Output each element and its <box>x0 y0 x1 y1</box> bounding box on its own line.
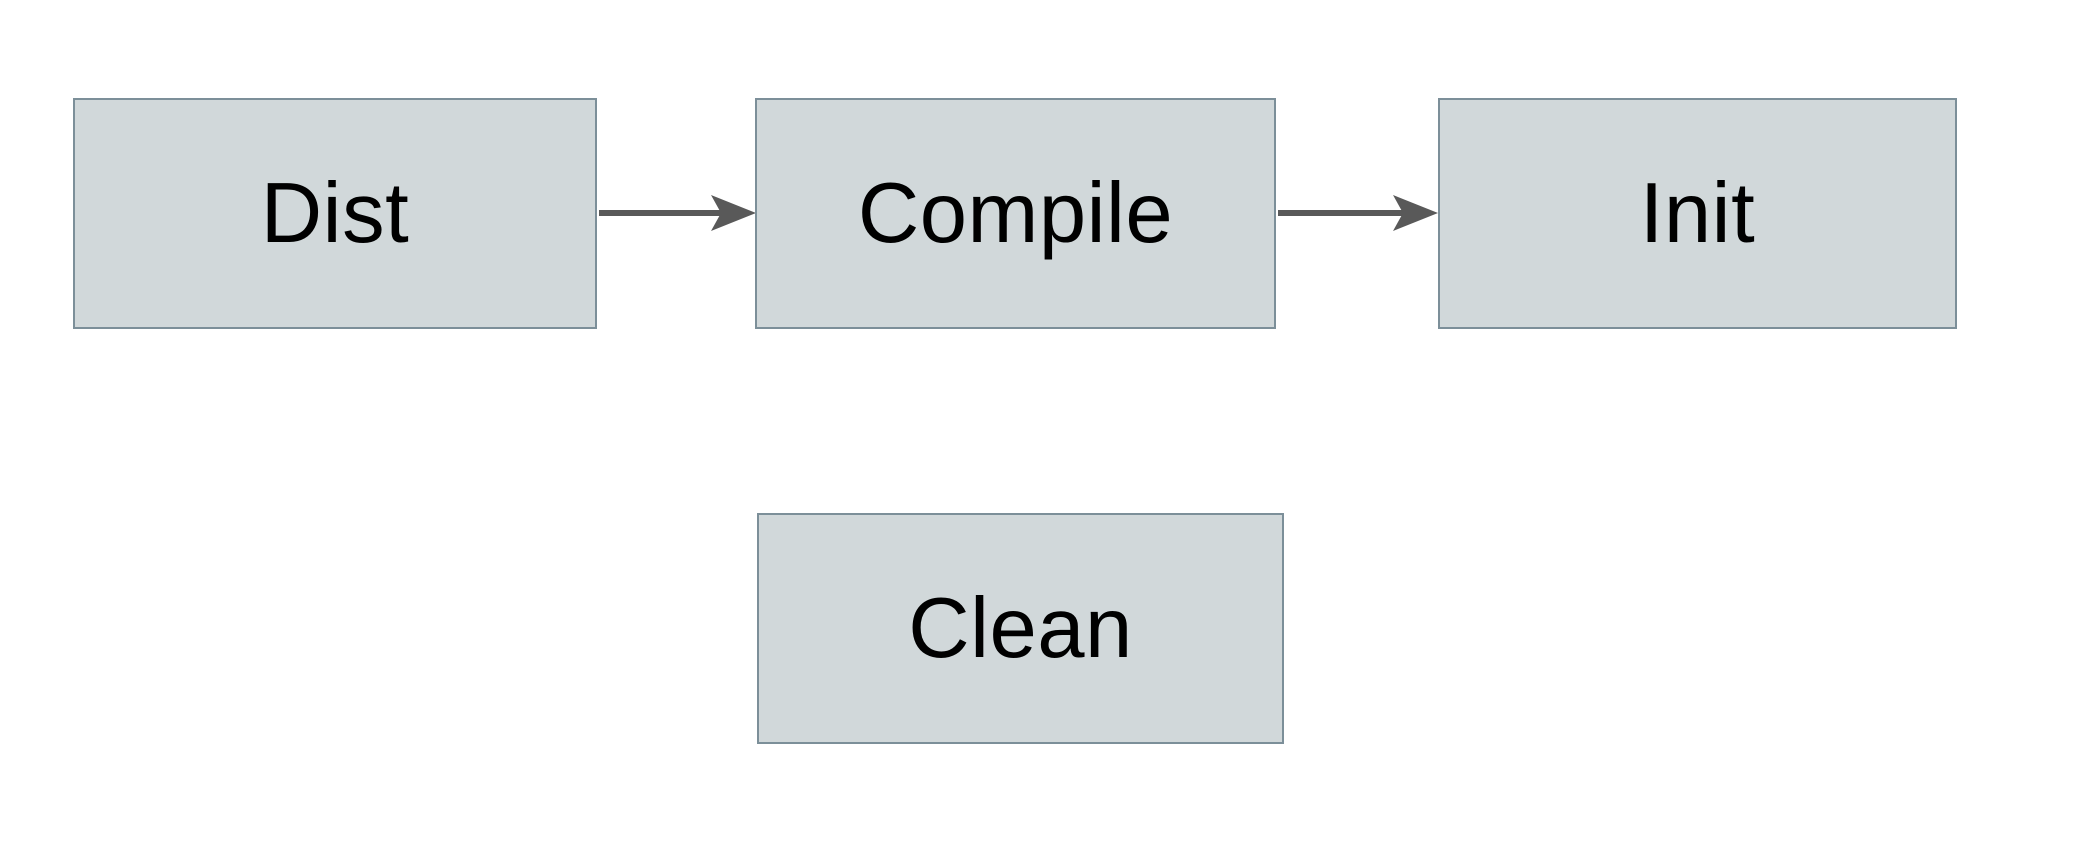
node-init-label: Init <box>1639 166 1756 261</box>
arrow-dist-to-compile <box>599 195 756 231</box>
node-init[interactable]: Init <box>1438 98 1957 329</box>
node-dist[interactable]: Dist <box>73 98 597 329</box>
node-clean-label: Clean <box>908 581 1133 676</box>
node-compile-label: Compile <box>857 166 1174 261</box>
arrow-compile-to-init <box>1278 195 1438 231</box>
node-dist-label: Dist <box>260 166 410 261</box>
node-compile[interactable]: Compile <box>755 98 1276 329</box>
node-clean[interactable]: Clean <box>757 513 1284 744</box>
